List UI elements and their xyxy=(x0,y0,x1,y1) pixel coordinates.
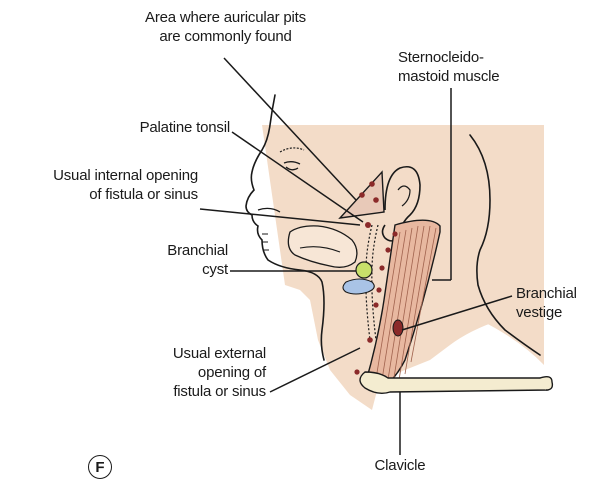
tongue xyxy=(299,246,341,253)
label-palatine-tonsil: Palatine tonsil xyxy=(139,119,231,136)
label-clavicle: Clavicle xyxy=(374,457,426,474)
label-sternocleidomastoid: Sternocleido- mastoid muscle xyxy=(398,49,500,85)
eyebrow xyxy=(279,147,305,153)
ear-inner xyxy=(397,185,411,207)
panel-letter: F xyxy=(95,458,105,476)
nostril xyxy=(257,207,281,213)
label-external-opening: Usual external opening of fistula or sin… xyxy=(172,345,266,400)
label-auricular-pits: Area where auricular pits are commonly f… xyxy=(145,9,306,45)
leader-lines xyxy=(199,57,513,455)
oral-cavity xyxy=(287,225,358,268)
muscle-striations xyxy=(374,225,437,387)
eye xyxy=(283,161,301,171)
hyoid-structure xyxy=(342,278,375,295)
label-internal-opening: Usual internal opening of fistula or sin… xyxy=(53,167,198,203)
head-back-outline xyxy=(469,134,541,356)
label-branchial-vestige: Branchial vestige xyxy=(516,285,577,321)
clavicle-end xyxy=(539,375,554,391)
branchial-vestige xyxy=(392,319,404,337)
sternocleidomastoid xyxy=(364,219,441,391)
label-branchial-cyst: Branchial cyst xyxy=(167,242,228,278)
teeth xyxy=(262,233,269,251)
panel-letter-badge: F xyxy=(88,455,112,479)
ear xyxy=(381,166,421,242)
branchial-cyst xyxy=(355,261,373,279)
anomaly-dots xyxy=(354,181,398,375)
